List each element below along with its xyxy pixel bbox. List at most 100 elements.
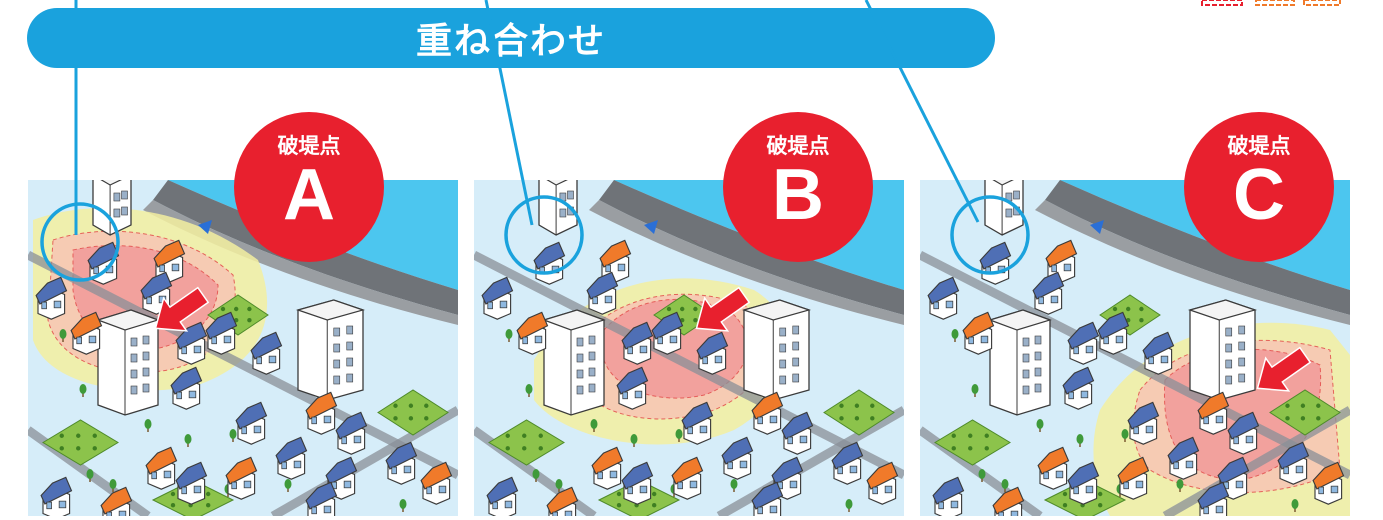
overlay-title: 重ね合わせ — [415, 21, 606, 62]
breach-point-letter: C — [1233, 155, 1285, 235]
tree — [79, 384, 87, 397]
levee — [1045, 180, 1350, 315]
house — [651, 311, 684, 355]
apartment-building — [1187, 299, 1258, 401]
road — [270, 406, 458, 516]
tree — [971, 384, 979, 397]
apartment-building — [988, 309, 1052, 416]
house — [385, 441, 418, 485]
corner-decoration — [1201, 0, 1341, 6]
breach-marker — [198, 220, 212, 234]
tree — [59, 329, 67, 342]
target-house-highlight — [950, 195, 1030, 275]
apartment-building — [538, 180, 578, 236]
house — [751, 481, 784, 516]
house — [175, 321, 208, 365]
tree — [978, 469, 986, 482]
house — [546, 486, 579, 516]
house — [1097, 311, 1130, 355]
house — [979, 241, 1012, 285]
house — [1197, 391, 1230, 435]
tree — [1291, 499, 1299, 512]
house — [481, 276, 514, 320]
field — [42, 419, 119, 466]
apartment-building — [984, 180, 1024, 236]
house — [516, 311, 549, 355]
house — [70, 311, 103, 355]
tree — [399, 499, 407, 512]
apartment-building — [96, 309, 160, 416]
levee-edge — [143, 200, 458, 325]
road — [28, 250, 458, 480]
house — [671, 456, 704, 500]
tree — [284, 479, 292, 492]
house — [1312, 461, 1345, 505]
levee-edge — [589, 200, 904, 325]
house — [1117, 456, 1150, 500]
house — [586, 271, 619, 315]
apartment-building — [741, 299, 812, 401]
road — [920, 250, 1350, 480]
tree — [1176, 479, 1184, 492]
house — [275, 436, 308, 480]
house — [335, 411, 368, 455]
city-map-b — [474, 180, 904, 516]
house — [1067, 461, 1100, 505]
apartment-building — [542, 309, 606, 416]
breach-point-letter: B — [772, 155, 824, 235]
house — [145, 446, 178, 490]
road — [474, 250, 904, 480]
breach-flow-arrow — [154, 286, 210, 332]
tree — [505, 329, 513, 342]
house — [1167, 436, 1200, 480]
tree — [229, 429, 237, 442]
breach-point-letter: A — [283, 155, 335, 235]
tree — [525, 384, 533, 397]
breach-point-caption: 破堤点 — [1227, 134, 1291, 158]
levee-edge — [1035, 200, 1350, 325]
house — [681, 401, 714, 445]
house — [533, 241, 566, 285]
house — [1127, 401, 1160, 445]
tree — [109, 479, 117, 492]
house — [175, 461, 208, 505]
house — [1197, 481, 1230, 516]
house — [831, 441, 864, 485]
house — [781, 411, 814, 455]
house — [235, 401, 268, 445]
house — [992, 486, 1025, 516]
house — [305, 481, 338, 516]
house — [927, 276, 960, 320]
field — [823, 389, 895, 436]
tree — [590, 419, 598, 432]
tree — [532, 469, 540, 482]
apartment-building — [295, 299, 366, 401]
breach-point-caption: 破堤点 — [277, 134, 341, 158]
house — [1142, 331, 1175, 375]
target-house-highlight — [40, 202, 120, 282]
tree — [144, 419, 152, 432]
house — [621, 461, 654, 505]
target-house-highlight — [504, 195, 584, 275]
breach-marker — [644, 220, 658, 234]
field — [377, 389, 449, 436]
breach-flow-arrow — [1256, 346, 1312, 392]
house — [932, 476, 965, 516]
breach-flow-arrow — [695, 286, 751, 332]
house — [1032, 271, 1065, 315]
house — [866, 461, 899, 505]
house — [962, 311, 995, 355]
tree — [555, 479, 563, 492]
house — [1062, 366, 1095, 410]
field — [1269, 389, 1341, 436]
house — [305, 391, 338, 435]
levee — [599, 180, 904, 315]
tree — [951, 329, 959, 342]
house — [1227, 411, 1260, 455]
house — [696, 331, 729, 375]
tree — [1121, 429, 1129, 442]
tree — [1001, 479, 1009, 492]
apartment-building — [92, 180, 132, 236]
house — [1067, 321, 1100, 365]
house — [420, 461, 453, 505]
